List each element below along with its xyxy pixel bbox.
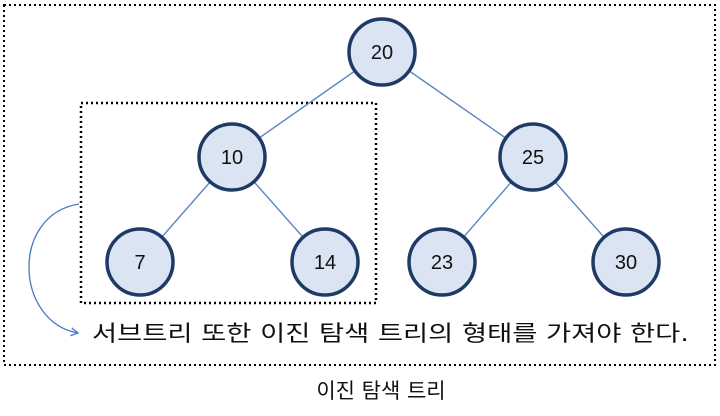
tree-node-right-right: 30 <box>591 227 661 297</box>
node-label: 30 <box>615 252 637 274</box>
tree-node-left: 10 <box>197 122 267 192</box>
node-circle <box>407 227 477 297</box>
tree-node-left-right: 14 <box>290 227 360 297</box>
tree-node-right-left: 23 <box>407 227 477 297</box>
tree-node-left-left: 7 <box>105 227 175 297</box>
node-circle <box>290 227 360 297</box>
tree-boundary <box>3 4 716 366</box>
node-label: 14 <box>314 252 336 274</box>
node-label: 10 <box>221 147 243 169</box>
node-circle <box>197 122 267 192</box>
tree-node-right: 25 <box>498 122 568 192</box>
node-circle <box>105 227 175 297</box>
subtree-note-arrow <box>28 203 80 337</box>
node-circle <box>347 17 417 87</box>
node-label: 7 <box>134 252 145 274</box>
node-circle <box>498 122 568 192</box>
diagram-title: 이진 탐색 트리 <box>316 379 445 403</box>
tree-node-root: 20 <box>347 17 417 87</box>
node-label: 23 <box>431 252 453 274</box>
node-label: 20 <box>371 42 393 64</box>
node-label: 25 <box>522 147 544 169</box>
node-circle <box>591 227 661 297</box>
subtree-note: 서브트리 또한 이진 탐색 트리의 형태를 가져야 한다. <box>92 322 689 347</box>
subtree-boundary <box>79 101 378 305</box>
